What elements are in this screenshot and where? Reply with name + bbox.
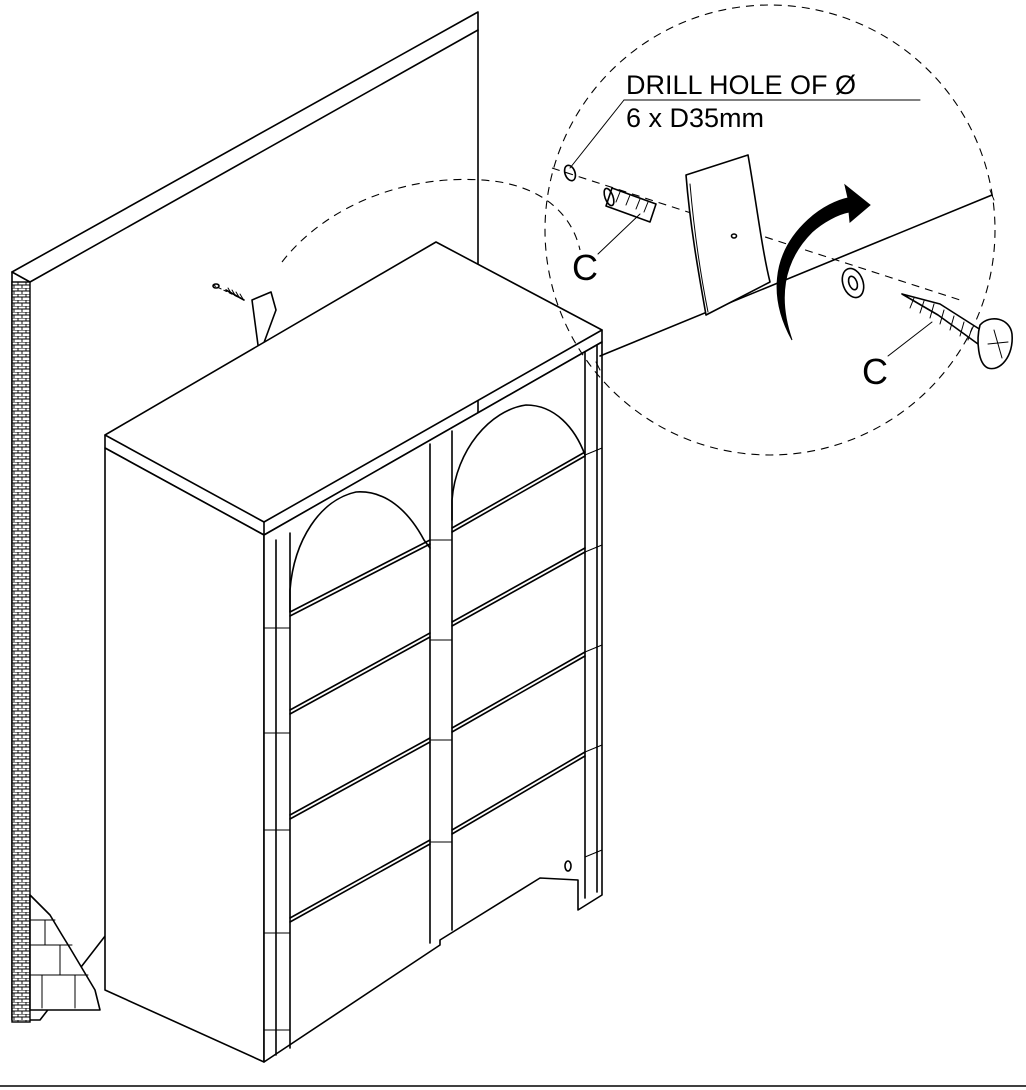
- detail-callout: DRILL HOLE OF Ø 6 x D35mm C C: [544, 4, 1013, 456]
- anchor-part-label: C: [572, 247, 598, 288]
- wood-screw-icon: [901, 293, 1013, 370]
- screw-leader: [887, 321, 933, 357]
- drill-hole-size-label: 6 x D35mm: [626, 103, 764, 133]
- dresser: [104, 241, 603, 1063]
- drill-hole-icon: [563, 164, 577, 182]
- anchor-leader: [597, 213, 641, 255]
- brick-corner: [29, 894, 101, 1011]
- screw-part-label: C: [862, 351, 888, 392]
- wall-anchor-icon: [603, 187, 657, 223]
- drill-hole-leader: [569, 99, 625, 169]
- washer-icon: [841, 267, 865, 299]
- drill-hole-label: DRILL HOLE OF Ø: [626, 70, 856, 100]
- detail-circle-large: [544, 4, 996, 456]
- anti-tip-bracket-icon: [685, 154, 771, 316]
- wall-section-hatch: [11, 281, 31, 1023]
- rotate-arrow-icon: [776, 183, 871, 341]
- detail-circle-small: [281, 178, 581, 263]
